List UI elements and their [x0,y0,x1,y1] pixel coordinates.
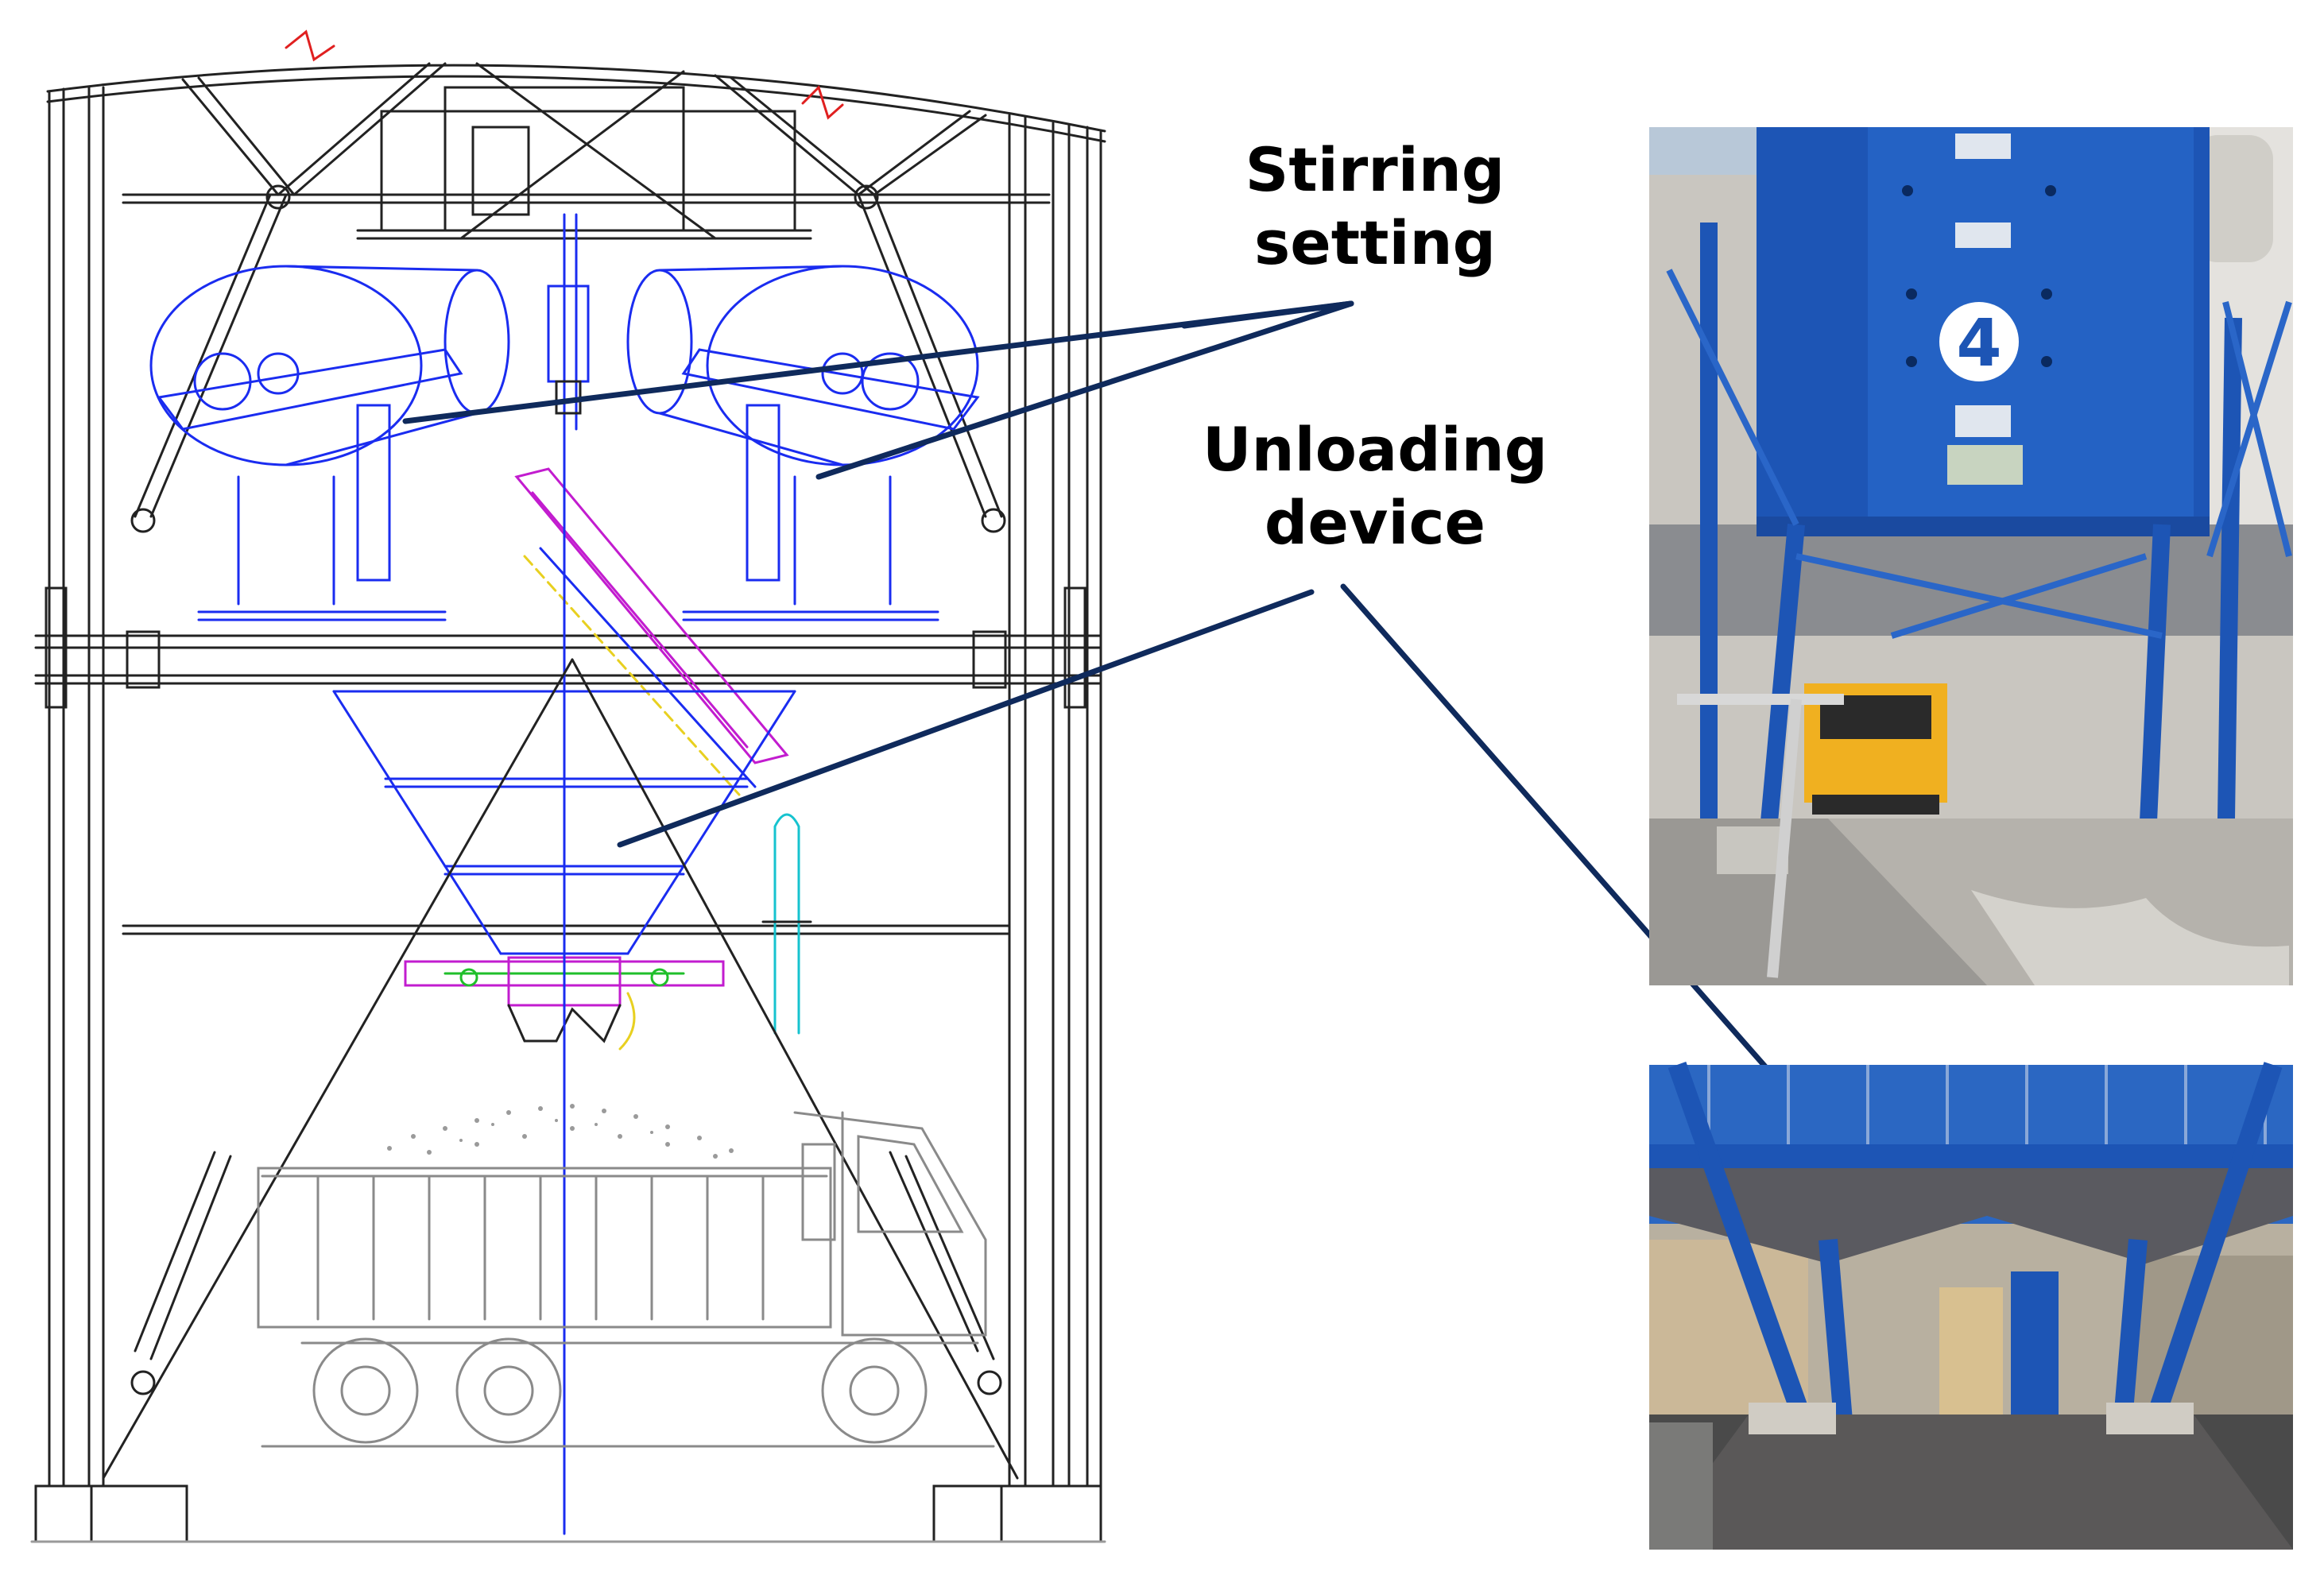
dump-truck-drawing [257,1111,995,1448]
leader-stirring-right [815,300,1354,480]
photo-discharge-area [1649,1061,2293,1550]
leader-stirring-tail [1181,300,1354,329]
mixer-drum-left [149,265,510,621]
roof-truss [122,62,1051,533]
photo-tower: 4 [1649,127,2293,985]
unloading-device-label: Unloading device [1168,413,1582,559]
main-beam [34,586,1102,935]
stirring-label-line1: Stirring [1245,134,1505,205]
discharge-chute [514,467,789,796]
stirring-label-line2: setting [1254,207,1496,278]
concrete-load [387,1104,734,1159]
unloading-label-line1: Unloading [1202,414,1548,485]
leader-unloading-left [617,589,1315,848]
cyan-gate [761,813,812,1035]
frame-columns [48,86,1102,1488]
unloading-label-line2: device [1264,487,1486,558]
discharge-cone [102,658,1019,1480]
engineering-drawing [30,29,1106,1543]
mixer-drum-right [626,265,980,621]
foundations [30,1484,1106,1543]
stirring-setting-label: Stirring setting [1184,134,1566,280]
mixer-housing [356,86,812,431]
tower-number: 4 [1956,306,2001,381]
